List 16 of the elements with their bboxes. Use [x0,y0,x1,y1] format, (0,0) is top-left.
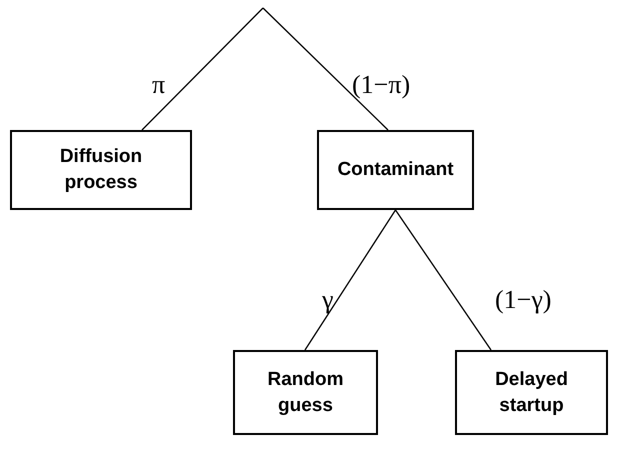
edge-label: (1−π) [352,70,410,100]
connector-line [142,8,264,130]
connector-line [304,210,396,350]
process-box [233,350,378,435]
box-label: Delayed startup [494,368,569,418]
connector-line [394,210,492,350]
box-label: Random guess [266,368,344,418]
process-box [455,350,608,435]
edge-label: γ [322,285,334,315]
edge-label: π [152,70,166,100]
edge-label: (1−γ) [495,285,552,315]
box-label: Contaminant [337,158,454,182]
process-box [10,130,192,210]
process-box [317,130,474,210]
connector-line [262,8,388,130]
box-label: Diffusion process [58,145,144,195]
